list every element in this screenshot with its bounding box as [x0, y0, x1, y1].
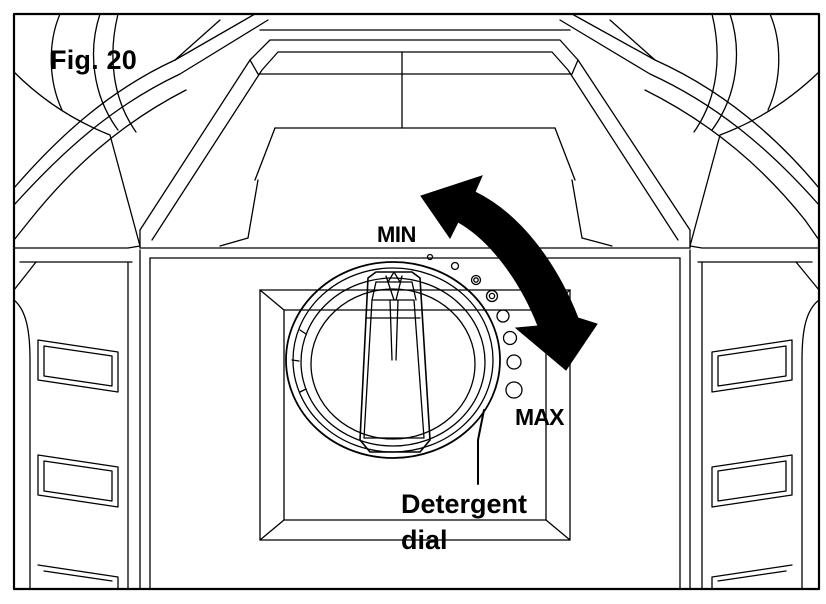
- detergent-level-indicators: [426, 253, 523, 399]
- center-cover: [139, 29, 691, 259]
- figure-label: Fig. 20: [50, 45, 137, 75]
- detergent-dial[interactable]: [285, 261, 501, 459]
- right-housing: [559, 13, 820, 291]
- left-side-panel: [13, 249, 141, 590]
- level-indicator-4: [485, 289, 499, 303]
- level-indicator-5: [496, 309, 510, 323]
- level-indicator-8: [505, 381, 523, 399]
- level-indicator-2: [450, 261, 460, 271]
- rotation-arrow-icon: [420, 175, 598, 371]
- callout-line-2: dial: [401, 525, 448, 555]
- level-indicator-3: [470, 274, 482, 286]
- min-label: MIN: [377, 222, 416, 247]
- callout-line-1: Detergent: [401, 489, 528, 519]
- left-housing: [13, 13, 269, 291]
- max-label: MAX: [515, 404, 565, 430]
- level-indicator-1: [426, 253, 434, 261]
- right-side-panel: [689, 249, 820, 590]
- callout-leader-line: [477, 409, 485, 485]
- level-indicator-6: [502, 330, 518, 346]
- level-indicator-7: [506, 354, 522, 370]
- figure-frame: [12, 12, 821, 591]
- detergent-dial-callout: Detergent dial: [401, 486, 527, 558]
